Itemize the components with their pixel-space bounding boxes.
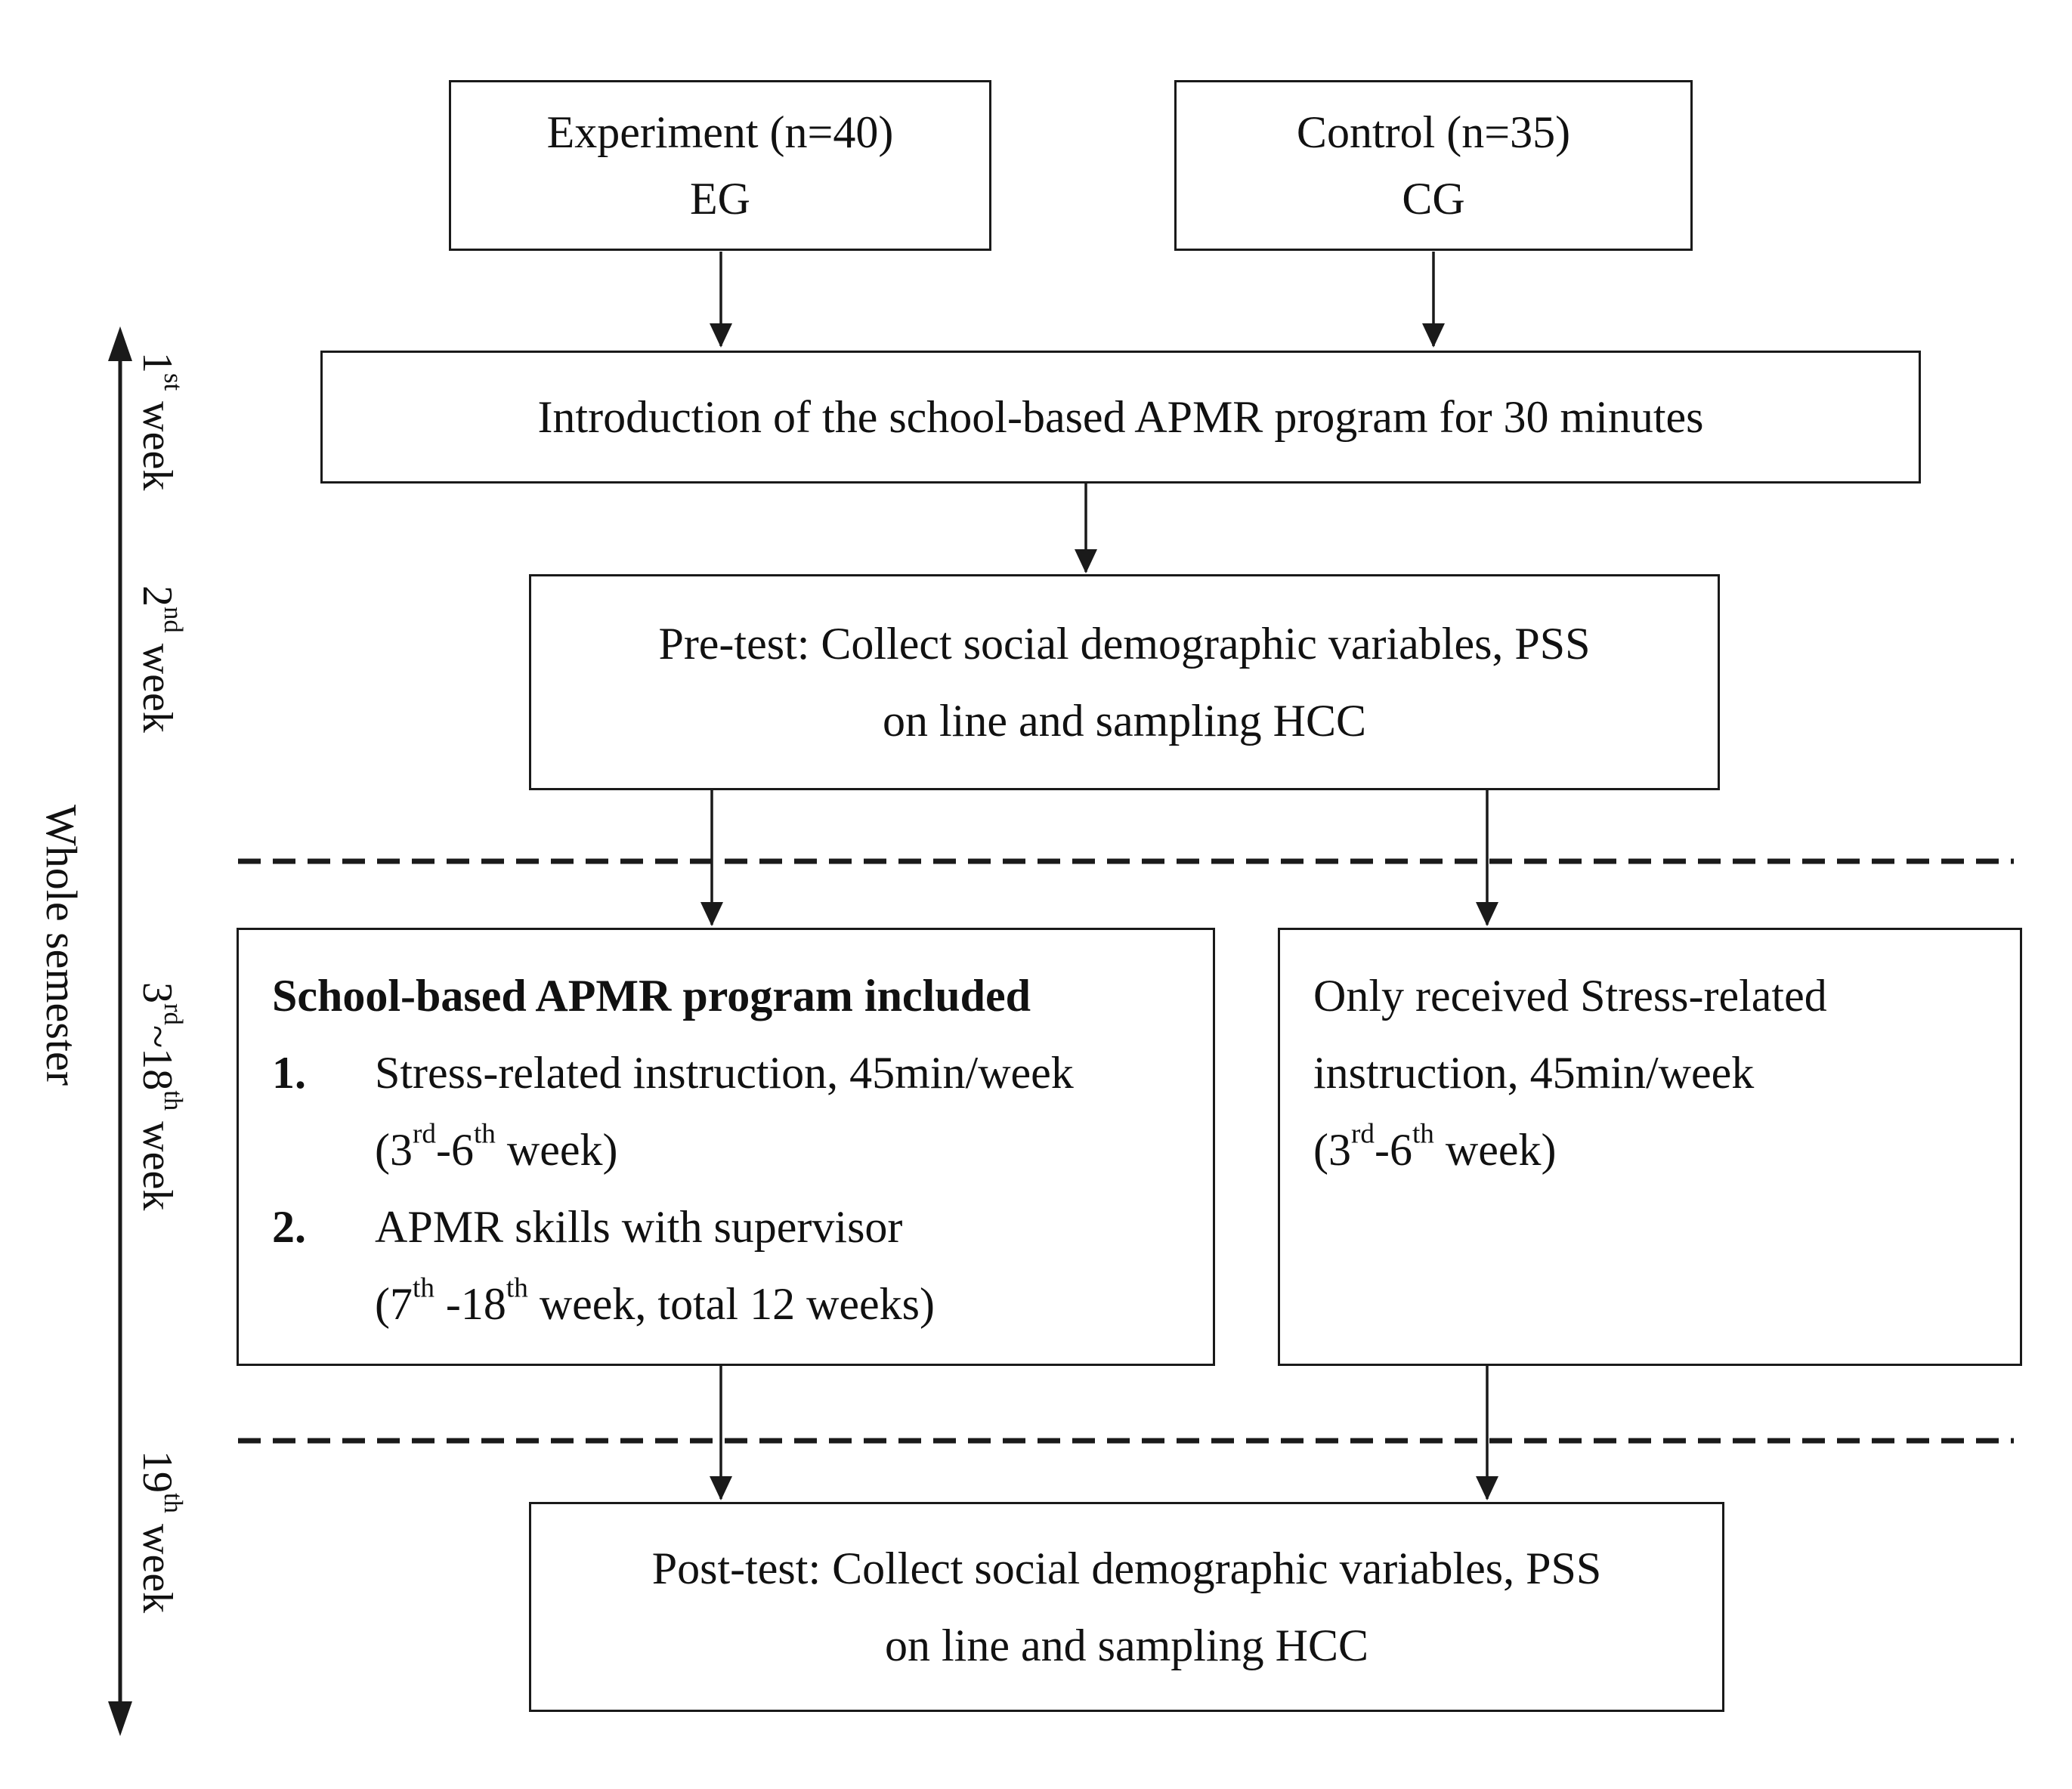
phase-label-week-19: 19th week — [134, 1451, 188, 1614]
pretest-box: Pre-test: Collect social demographic var… — [529, 574, 1720, 790]
list-item-text: Stress-related instruction, 45min/week — [375, 1048, 1074, 1098]
list-item-number: 2. — [272, 1202, 306, 1252]
pretest-line-1: Pre-test: Collect social demographic var… — [658, 619, 1591, 669]
arrowhead-pretest-to-eg-arm — [700, 902, 723, 926]
control-group-box: Control (n=35) CG — [1174, 80, 1693, 251]
arrowhead-pretest-to-cg-arm — [1476, 902, 1498, 926]
phase-label-week-1: 1st week — [134, 352, 188, 491]
introduction-text: Introduction of the school-based APMR pr… — [537, 392, 1704, 442]
control-arm-line-2: instruction, 45min/week — [1313, 1048, 1755, 1098]
list-item-period: (7th -18th week, total 12 weeks) — [375, 1272, 935, 1329]
list-item-continuation: (7th -18th week, total 12 weeks) — [272, 1265, 1198, 1343]
experiment-arm-box: School-based APMR program included 1. St… — [237, 928, 1215, 1366]
timeline-arrow-down — [108, 1701, 132, 1736]
list-item: 2. APMR skills with supervisor — [272, 1188, 1198, 1265]
phase-label-week-2: 2nd week — [134, 586, 188, 733]
arrowhead-intro-to-pretest — [1075, 549, 1097, 573]
posttest-line-1: Post-test: Collect social demographic va… — [651, 1543, 1602, 1593]
experiment-group-box: Experiment (n=40) EG — [449, 80, 991, 251]
list-item-text: APMR skills with supervisor — [375, 1202, 903, 1252]
control-arm-period: (3rd-6th week) — [1313, 1118, 1557, 1175]
arrowhead-cg-arm-to-posttest — [1476, 1476, 1498, 1500]
control-arm-box: Only received Stress-related instruction… — [1278, 928, 2022, 1366]
control-group-code: CG — [1402, 174, 1465, 224]
list-item-continuation: (3rd-6th week) — [272, 1111, 1198, 1188]
experiment-group-label: Experiment (n=40) — [546, 107, 894, 157]
experiment-arm-heading: School-based APMR program included — [272, 971, 1031, 1021]
control-arm-line-1: Only received Stress-related — [1313, 971, 1827, 1021]
pretest-line-2: on line and sampling HCC — [883, 696, 1366, 746]
experiment-group-code: EG — [690, 174, 750, 224]
arrowhead-eg-to-intro — [710, 323, 732, 348]
introduction-box: Introduction of the school-based APMR pr… — [320, 351, 1921, 484]
list-item-period: (3rd-6th week) — [375, 1118, 618, 1175]
arrowhead-cg-to-intro — [1422, 323, 1445, 348]
list-item: 1. Stress-related instruction, 45min/wee… — [272, 1034, 1198, 1111]
posttest-box: Post-test: Collect social demographic va… — [529, 1502, 1724, 1712]
list-item-number: 1. — [272, 1048, 306, 1098]
control-group-label: Control (n=35) — [1296, 107, 1571, 157]
arrowhead-eg-arm-to-posttest — [710, 1476, 732, 1500]
posttest-line-2: on line and sampling HCC — [885, 1621, 1368, 1670]
timeline-arrow-up — [108, 326, 132, 361]
timeline-whole-semester-label: Whole semester — [37, 805, 86, 1086]
phase-label-week-3-18: 3rd~18th week — [134, 982, 188, 1211]
